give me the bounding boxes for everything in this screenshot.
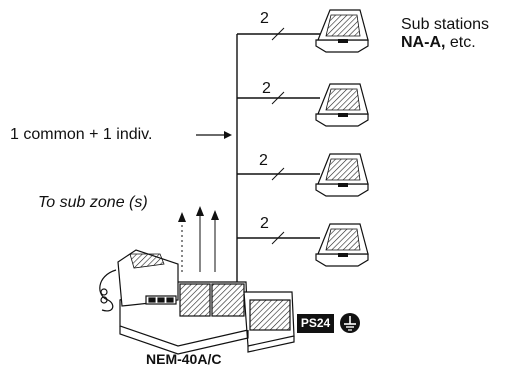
wiring-label: 1 common + 1 indiv. <box>10 126 153 143</box>
sub-station-icon <box>315 153 369 197</box>
sub-stations-label: Sub stations <box>401 16 490 33</box>
sub-zone-label: To sub zone (s) <box>38 194 148 211</box>
sub-station-icon <box>315 83 369 127</box>
ground-icon <box>340 313 360 333</box>
power-supply-badge: PS24 <box>297 314 334 333</box>
wire-count-label: 2 <box>260 10 269 27</box>
arrow-right-icon <box>196 131 232 139</box>
branch-1 <box>237 33 320 239</box>
wire-slashes <box>271 27 285 245</box>
sub-stations-model-label: NA-A, etc. <box>401 34 476 52</box>
sub-station-model: NA-A, <box>401 34 446 51</box>
sub-station-suffix: etc. <box>445 34 476 51</box>
sub-station-icon <box>315 9 369 53</box>
sub-station-icon <box>315 223 369 267</box>
master-station-model: NEM-40A/C <box>146 351 222 367</box>
master-station-icon <box>99 249 295 355</box>
wire-count-label: 2 <box>262 80 271 97</box>
arrow-up-icon <box>181 216 216 272</box>
wire-count-label: 2 <box>259 152 268 169</box>
wire-count-label: 2 <box>260 215 269 232</box>
